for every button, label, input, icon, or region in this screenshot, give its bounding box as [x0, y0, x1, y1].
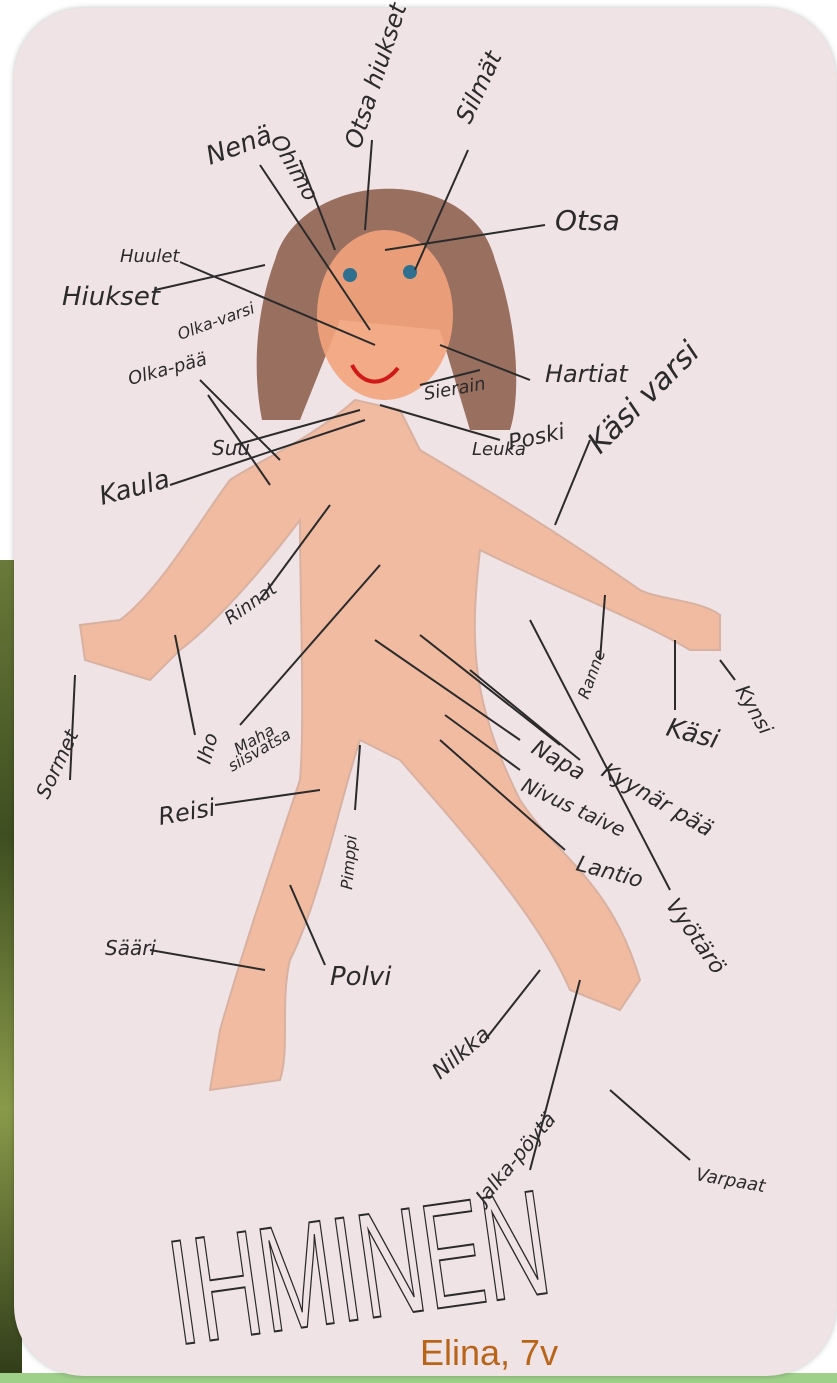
- label-otsahiukset: Otsa hiukset: [339, 0, 413, 152]
- label-poski: Poski: [506, 420, 567, 456]
- label-vyotaro: Vyötärö: [660, 894, 730, 979]
- label-reisi: Reisi: [156, 793, 218, 831]
- body: [80, 400, 720, 1090]
- label-olkapaa: Olka-pää: [126, 349, 209, 390]
- label-varpaat: Varpaat: [694, 1164, 768, 1197]
- label-nena: Nenä: [202, 120, 276, 171]
- label-suu: Suu: [212, 436, 250, 460]
- right-eye: [403, 265, 417, 279]
- label-kasivarsi: Käsi varsi: [581, 334, 707, 460]
- label-saari: Sääri: [105, 936, 156, 960]
- label-sormet: Sormet: [31, 725, 84, 802]
- label-iho: Iho: [192, 730, 223, 766]
- label-olkavarsi: Olka-varsi: [175, 298, 258, 344]
- label-ranne: Ranne: [574, 647, 609, 702]
- label-nilkka: Nilkka: [428, 1022, 496, 1085]
- label-silmat: Silmät: [450, 45, 508, 127]
- label-pimppi: Pimppi: [337, 834, 361, 890]
- label-huulet: Huulet: [120, 246, 180, 267]
- label-polvi: Polvi: [330, 962, 392, 992]
- left-eye: [343, 268, 357, 282]
- face: [317, 230, 453, 400]
- credit-text: Elina, 7v: [420, 1332, 558, 1374]
- label-hartiat: Hartiat: [545, 360, 629, 388]
- label-kasi: Käsi: [663, 713, 723, 756]
- label-otsa: Otsa: [555, 204, 620, 237]
- label-kynsi: Kynsi: [731, 681, 779, 739]
- label-hiukset: Hiukset: [62, 282, 161, 312]
- label-kaula: Kaula: [96, 464, 173, 512]
